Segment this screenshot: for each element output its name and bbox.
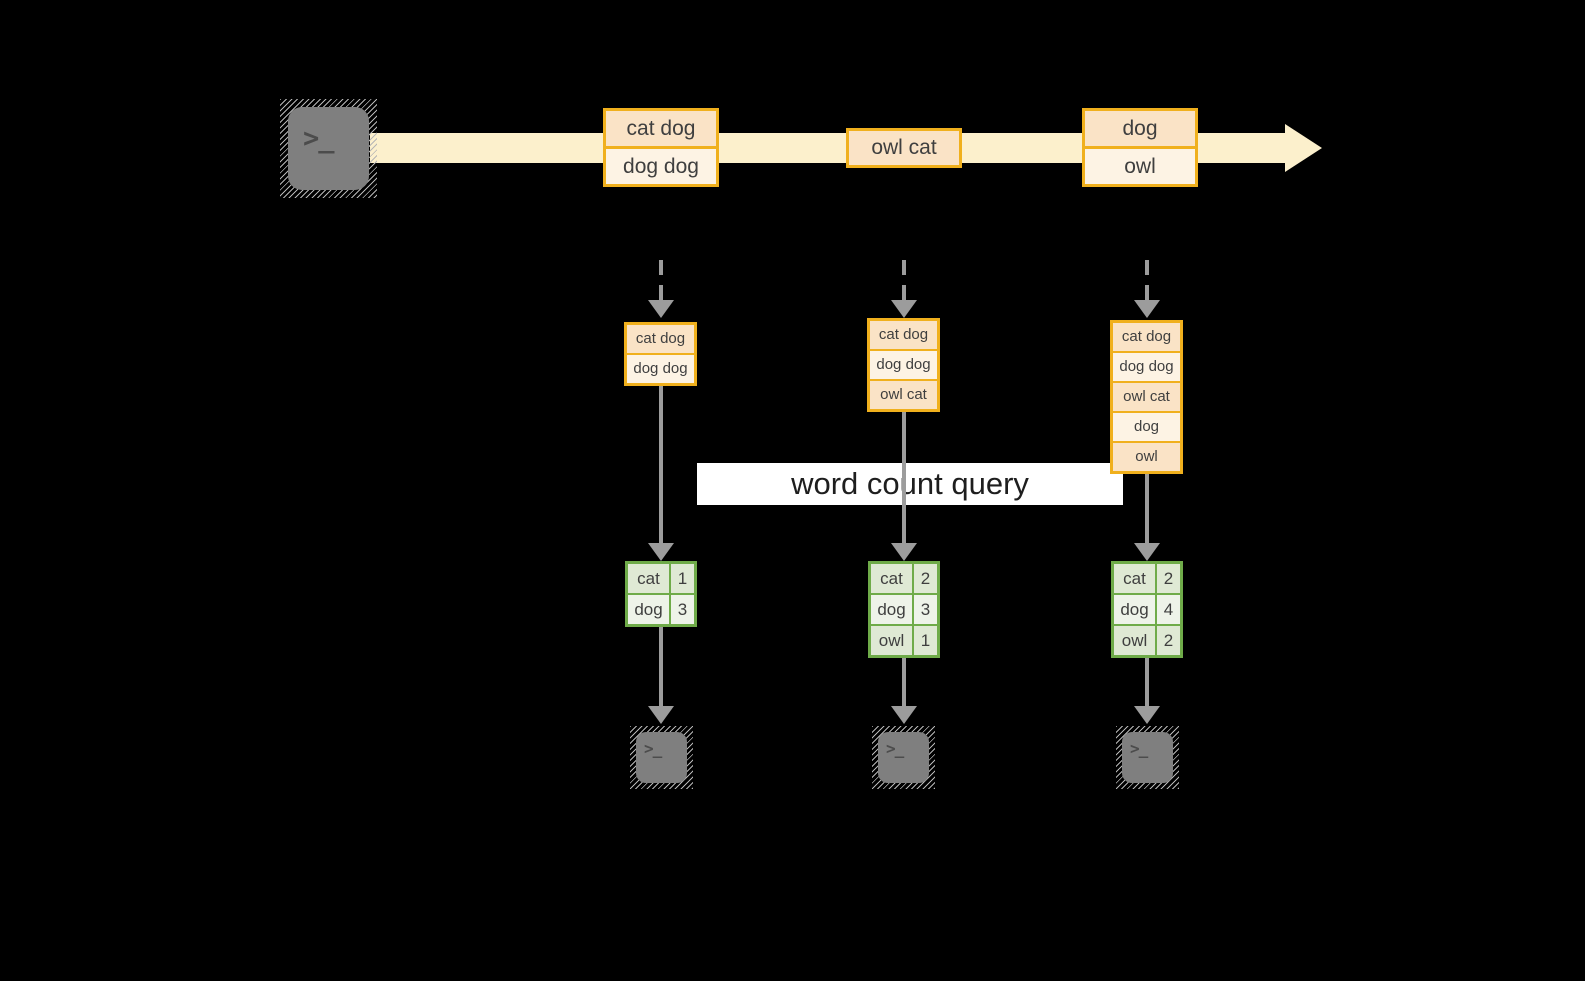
- terminal-output-icon: >_: [630, 726, 693, 789]
- dashed-arrow-icon: [891, 260, 917, 318]
- terminal-screen: >_: [1122, 732, 1173, 783]
- table-row: owl 2: [1114, 626, 1180, 655]
- terminal-screen: >_: [636, 732, 687, 783]
- word-cell: owl: [1114, 626, 1155, 655]
- accumulated-input-1: cat dog dog dog: [624, 322, 697, 386]
- count-cell: 2: [1157, 564, 1180, 593]
- terminal-screen: >_: [878, 732, 929, 783]
- count-cell: 4: [1157, 595, 1180, 624]
- stream-item: dog: [1085, 111, 1195, 146]
- word-count-table-1: cat 1 dog 3: [625, 561, 697, 627]
- count-cell: 1: [914, 626, 937, 655]
- stream-arrowhead-icon: [1285, 124, 1322, 172]
- terminal-output-icon: >_: [872, 726, 935, 789]
- terminal-prompt-glyph: >_: [1130, 739, 1148, 758]
- count-cell: 3: [671, 595, 694, 624]
- stream-item: owl cat: [1113, 383, 1180, 411]
- table-row: dog 3: [628, 595, 694, 624]
- word-cell: owl: [871, 626, 912, 655]
- flow-arrow-icon: [648, 386, 674, 561]
- word-cell: dog: [1114, 595, 1155, 624]
- stream-item: cat dog: [870, 321, 937, 349]
- terminal-output-icon: >_: [1116, 726, 1179, 789]
- count-cell: 2: [914, 564, 937, 593]
- stream-batch-1: cat dog dog dog: [603, 108, 719, 187]
- count-cell: 3: [914, 595, 937, 624]
- word-cell: dog: [871, 595, 912, 624]
- stream-item: dog dog: [606, 149, 716, 184]
- stream-item: owl cat: [849, 131, 959, 165]
- table-row: owl 1: [871, 626, 937, 655]
- flow-arrow-icon: [891, 412, 917, 561]
- stream-item: cat dog: [1113, 323, 1180, 351]
- stream-item: dog dog: [627, 355, 694, 383]
- flow-arrow-icon: [891, 658, 917, 724]
- query-banner: word count query: [697, 463, 1123, 505]
- flow-arrow-icon: [1134, 658, 1160, 724]
- terminal-prompt-glyph: >_: [644, 739, 662, 758]
- stream-item: owl: [1085, 149, 1195, 184]
- word-cell: cat: [628, 564, 669, 593]
- table-row: cat 1: [628, 564, 694, 593]
- dashed-arrow-icon: [648, 260, 674, 318]
- stream-item: cat dog: [627, 325, 694, 353]
- stream-item: dog dog: [1113, 353, 1180, 381]
- count-cell: 2: [1157, 626, 1180, 655]
- flow-arrow-icon: [648, 627, 674, 724]
- terminal-source-icon: >_: [280, 99, 377, 198]
- word-count-table-3: cat 2 dog 4 owl 2: [1111, 561, 1183, 658]
- table-row: dog 3: [871, 595, 937, 624]
- stream-batch-3: dog owl: [1082, 108, 1198, 187]
- terminal-prompt-glyph: >_: [303, 123, 335, 154]
- word-count-table-2: cat 2 dog 3 owl 1: [868, 561, 940, 658]
- accumulated-input-3: cat dog dog dog owl cat dog owl: [1110, 320, 1183, 474]
- stream-item: dog dog: [870, 351, 937, 379]
- stream-batch-2: owl cat: [846, 128, 962, 168]
- table-row: cat 2: [1114, 564, 1180, 593]
- stream-item: owl: [1113, 443, 1180, 471]
- stream-item: dog: [1113, 413, 1180, 441]
- stream-item: owl cat: [870, 381, 937, 409]
- terminal-prompt-glyph: >_: [886, 739, 904, 758]
- table-row: cat 2: [871, 564, 937, 593]
- query-banner-label: word count query: [791, 466, 1029, 501]
- word-cell: cat: [1114, 564, 1155, 593]
- word-cell: dog: [628, 595, 669, 624]
- accumulated-input-2: cat dog dog dog owl cat: [867, 318, 940, 412]
- terminal-screen: >_: [288, 107, 369, 190]
- count-cell: 1: [671, 564, 694, 593]
- table-row: dog 4: [1114, 595, 1180, 624]
- flow-arrow-icon: [1134, 474, 1160, 561]
- stream-item: cat dog: [606, 111, 716, 146]
- dashed-arrow-icon: [1134, 260, 1160, 318]
- word-cell: cat: [871, 564, 912, 593]
